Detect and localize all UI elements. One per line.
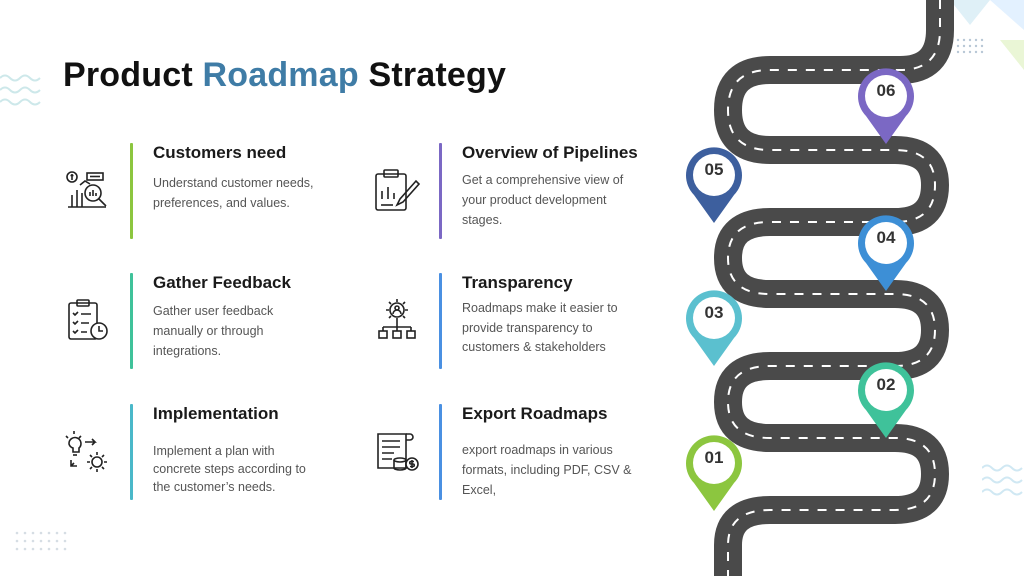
item-gather-feedback: Gather Feedback Gather user feedback man… [63,273,323,369]
accent-bar [130,273,133,369]
dot-grid-decoration [15,531,67,551]
item-description: Understand customer needs, preferences, … [153,176,314,210]
item-overview-of-pipelines: Overview of Pipelines Get a comprehensiv… [372,143,638,239]
item-transparency: Transparency Roadmaps make it easier to … [372,273,632,369]
roadmap-pin-03: 03 [682,288,746,368]
corner-triangles-decoration [950,0,1024,70]
item-description: Get a comprehensive view of your product… [462,173,624,227]
title-part-3: Strategy [358,56,507,94]
item-description: export roadmaps in various formats, incl… [462,443,632,497]
accent-bar [130,404,133,500]
page-title: Product Roadmap Strategy [63,56,506,95]
gear-network-icon [372,295,422,345]
roadmap-pin-02: 02 [854,360,918,440]
item-description: Implement a plan with concrete steps acc… [153,444,306,494]
pin-number: 06 [876,81,896,100]
wave-lines-decoration-left [0,74,41,106]
accent-bar [439,404,442,500]
item-export-roadmaps: Export Roadmaps export roadmaps in vario… [372,404,632,500]
title-part-1: Product [63,56,203,94]
document-dollar-icon [372,426,422,476]
pin-number: 01 [704,448,724,467]
roadmap-pin-06: 06 [854,66,918,146]
checklist-clock-icon [63,295,113,345]
item-title: Gather Feedback [153,273,291,292]
roadmap-pin-05: 05 [682,145,746,225]
pin-number: 02 [876,375,896,394]
item-title: Export Roadmaps [462,404,608,423]
clipboard-chart-icon [372,165,422,215]
item-description: Gather user feedback manually or through… [153,304,274,358]
idea-gear-icon [63,426,113,476]
item-title: Overview of Pipelines [462,143,638,162]
pin-number: 05 [704,160,724,179]
pin-number: 04 [876,228,896,247]
pin-number: 03 [704,303,724,322]
customer-analytics-icon [63,165,113,215]
accent-bar [439,143,442,239]
item-title: Transparency [462,273,573,292]
roadmap-pin-04: 04 [854,213,918,293]
item-implementation: Implementation Implement a plan with con… [63,404,323,500]
wave-lines-decoration-right [982,464,1023,496]
item-description: Roadmaps make it easier to provide trans… [462,301,618,354]
item-title: Implementation [153,404,279,423]
accent-bar [439,273,442,369]
title-accent: Roadmap [202,56,359,94]
accent-bar [130,143,133,239]
roadmap-pin-01: 01 [682,433,746,513]
item-title: Customers need [153,143,287,162]
item-customers-need: Customers need Understand customer needs… [63,143,323,239]
